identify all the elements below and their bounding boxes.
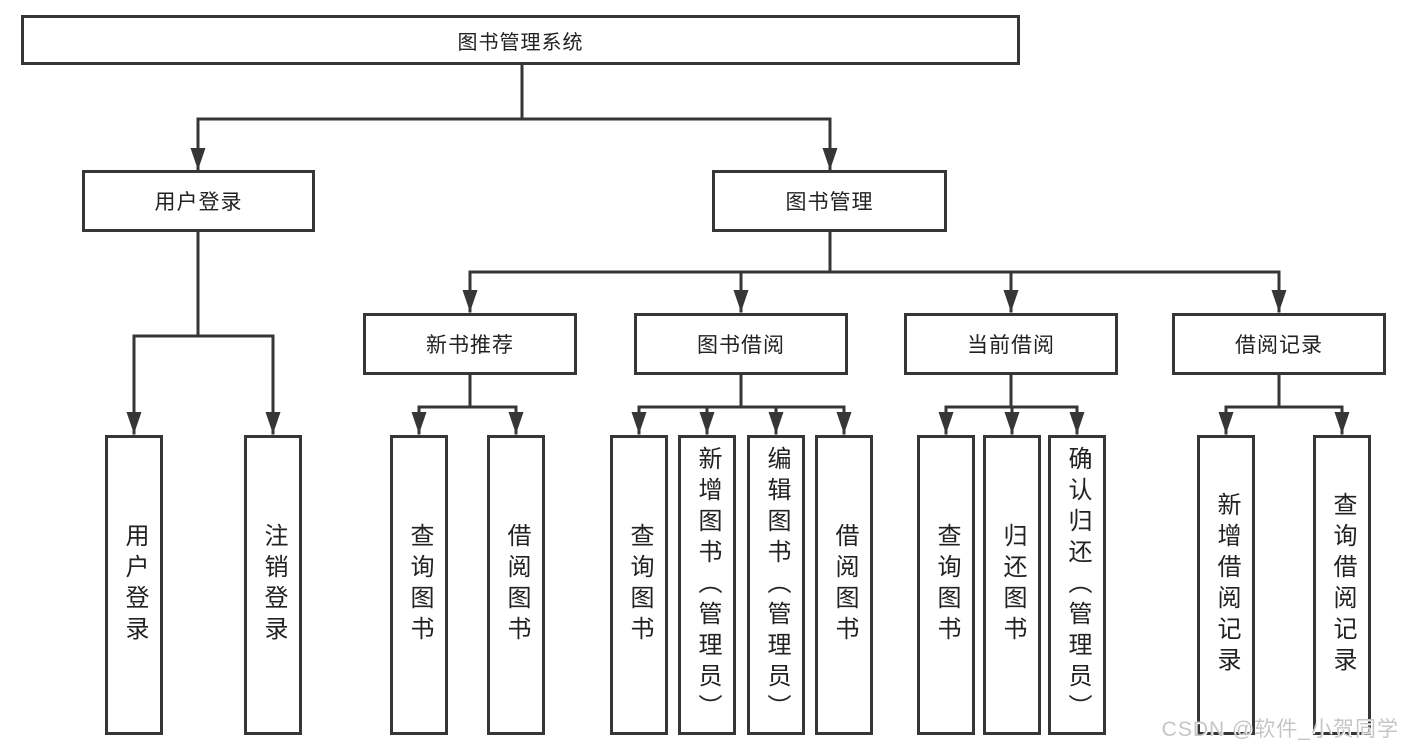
node-leaf-return-books-label: 归还图书: [999, 523, 1026, 647]
node-leaf-borrow-books-recommend: 借阅图书: [487, 435, 545, 735]
node-leaf-add-books-admin-label: 新增图书（管理员）: [694, 445, 721, 725]
node-leaf-logout-action-label: 注销登录: [260, 523, 287, 647]
node-leaf-query-books-recommend-label: 查询图书: [406, 523, 433, 647]
node-book-borrowing-label: 图书借阅: [697, 334, 785, 357]
node-borrowing-records: 借阅记录: [1172, 313, 1386, 375]
node-user-login-label: 用户登录: [154, 191, 243, 214]
node-book-borrowing: 图书借阅: [634, 313, 848, 375]
node-leaf-logout-action: 注销登录: [244, 435, 302, 735]
node-borrowing-records-label: 借阅记录: [1235, 334, 1323, 357]
node-leaf-query-books-current: 查询图书: [917, 435, 975, 735]
node-leaf-add-borrow-record-label: 新增借阅记录: [1213, 492, 1240, 678]
node-leaf-query-borrow-record-label: 查询借阅记录: [1329, 492, 1356, 678]
node-leaf-query-books-current-label: 查询图书: [933, 523, 960, 647]
node-leaf-add-books-admin: 新增图书（管理员）: [678, 435, 736, 735]
node-book-management: 图书管理: [712, 170, 947, 232]
node-leaf-query-borrow-record: 查询借阅记录: [1313, 435, 1371, 735]
node-root: 图书管理系统: [21, 15, 1020, 65]
node-current-borrowing: 当前借阅: [904, 313, 1118, 375]
node-leaf-user-login-action: 用户登录: [105, 435, 163, 735]
node-root-label: 图书管理系统: [457, 31, 584, 54]
node-leaf-confirm-return-admin: 确认归还（管理员）: [1048, 435, 1106, 735]
node-book-management-label: 图书管理: [785, 191, 874, 214]
node-leaf-borrow-books-recommend-label: 借阅图书: [503, 523, 530, 647]
node-leaf-borrow-books-label: 借阅图书: [831, 523, 858, 647]
node-new-book-recommendation: 新书推荐: [363, 313, 577, 375]
node-leaf-confirm-return-admin-label: 确认归还（管理员）: [1064, 445, 1091, 725]
watermark: CSDN @软件_小贺同学: [1161, 718, 1399, 741]
node-current-borrowing-label: 当前借阅: [967, 334, 1055, 357]
node-new-book-recommendation-label: 新书推荐: [426, 334, 514, 357]
node-leaf-query-books-borrow: 查询图书: [610, 435, 668, 735]
node-leaf-query-books-borrow-label: 查询图书: [626, 523, 653, 647]
node-leaf-query-books-recommend: 查询图书: [390, 435, 448, 735]
node-leaf-edit-books-admin: 编辑图书（管理员）: [747, 435, 805, 735]
node-leaf-borrow-books: 借阅图书: [815, 435, 873, 735]
node-user-login: 用户登录: [82, 170, 315, 232]
node-leaf-user-login-action-label: 用户登录: [121, 523, 148, 647]
node-leaf-add-borrow-record: 新增借阅记录: [1197, 435, 1255, 735]
node-leaf-return-books: 归还图书: [983, 435, 1041, 735]
node-leaf-edit-books-admin-label: 编辑图书（管理员）: [763, 445, 790, 725]
